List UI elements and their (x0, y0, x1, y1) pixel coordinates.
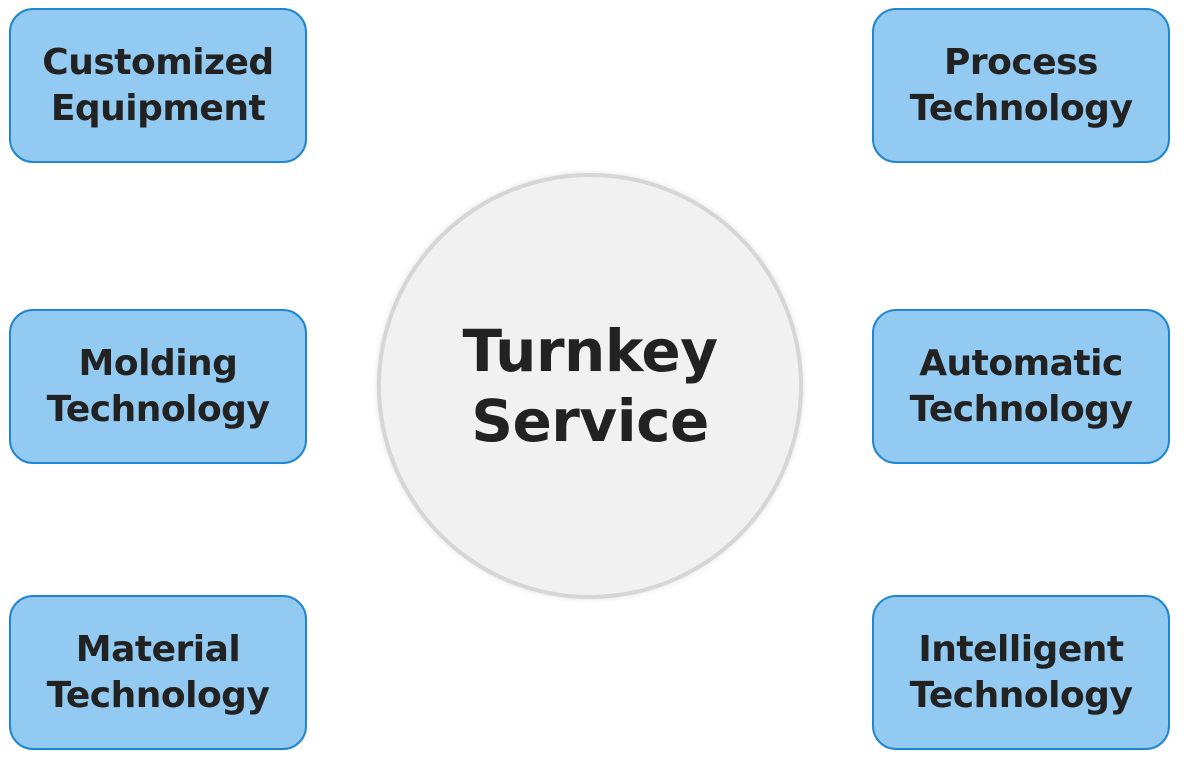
node-label-line1: Automatic (919, 342, 1123, 384)
node-label-line2: Technology (909, 87, 1133, 129)
node-process-technology: Process Technology (872, 8, 1170, 163)
node-label-line1: Material (75, 628, 241, 670)
node-intelligent-technology: Intelligent Technology (872, 595, 1170, 750)
node-automatic-technology: Automatic Technology (872, 309, 1170, 464)
center-label-line1: Turnkey (462, 317, 718, 385)
center-label-line2: Service (471, 387, 709, 455)
center-turnkey-service-circle: Turnkey Service (377, 173, 803, 599)
node-customized-equipment: Customized Equipment (9, 8, 307, 163)
node-label-line1: Intelligent (918, 628, 1124, 670)
node-label-line1: Customized (42, 41, 274, 83)
node-label-line2: Technology (909, 674, 1133, 716)
node-label-line2: Technology (46, 388, 270, 430)
node-material-technology: Material Technology (9, 595, 307, 750)
node-label-line1: Process (944, 41, 1098, 83)
node-label-line1: Molding (78, 342, 238, 384)
node-molding-technology: Molding Technology (9, 309, 307, 464)
node-label-line2: Technology (46, 674, 270, 716)
node-label-line2: Equipment (50, 87, 266, 129)
node-label-line2: Technology (909, 388, 1133, 430)
